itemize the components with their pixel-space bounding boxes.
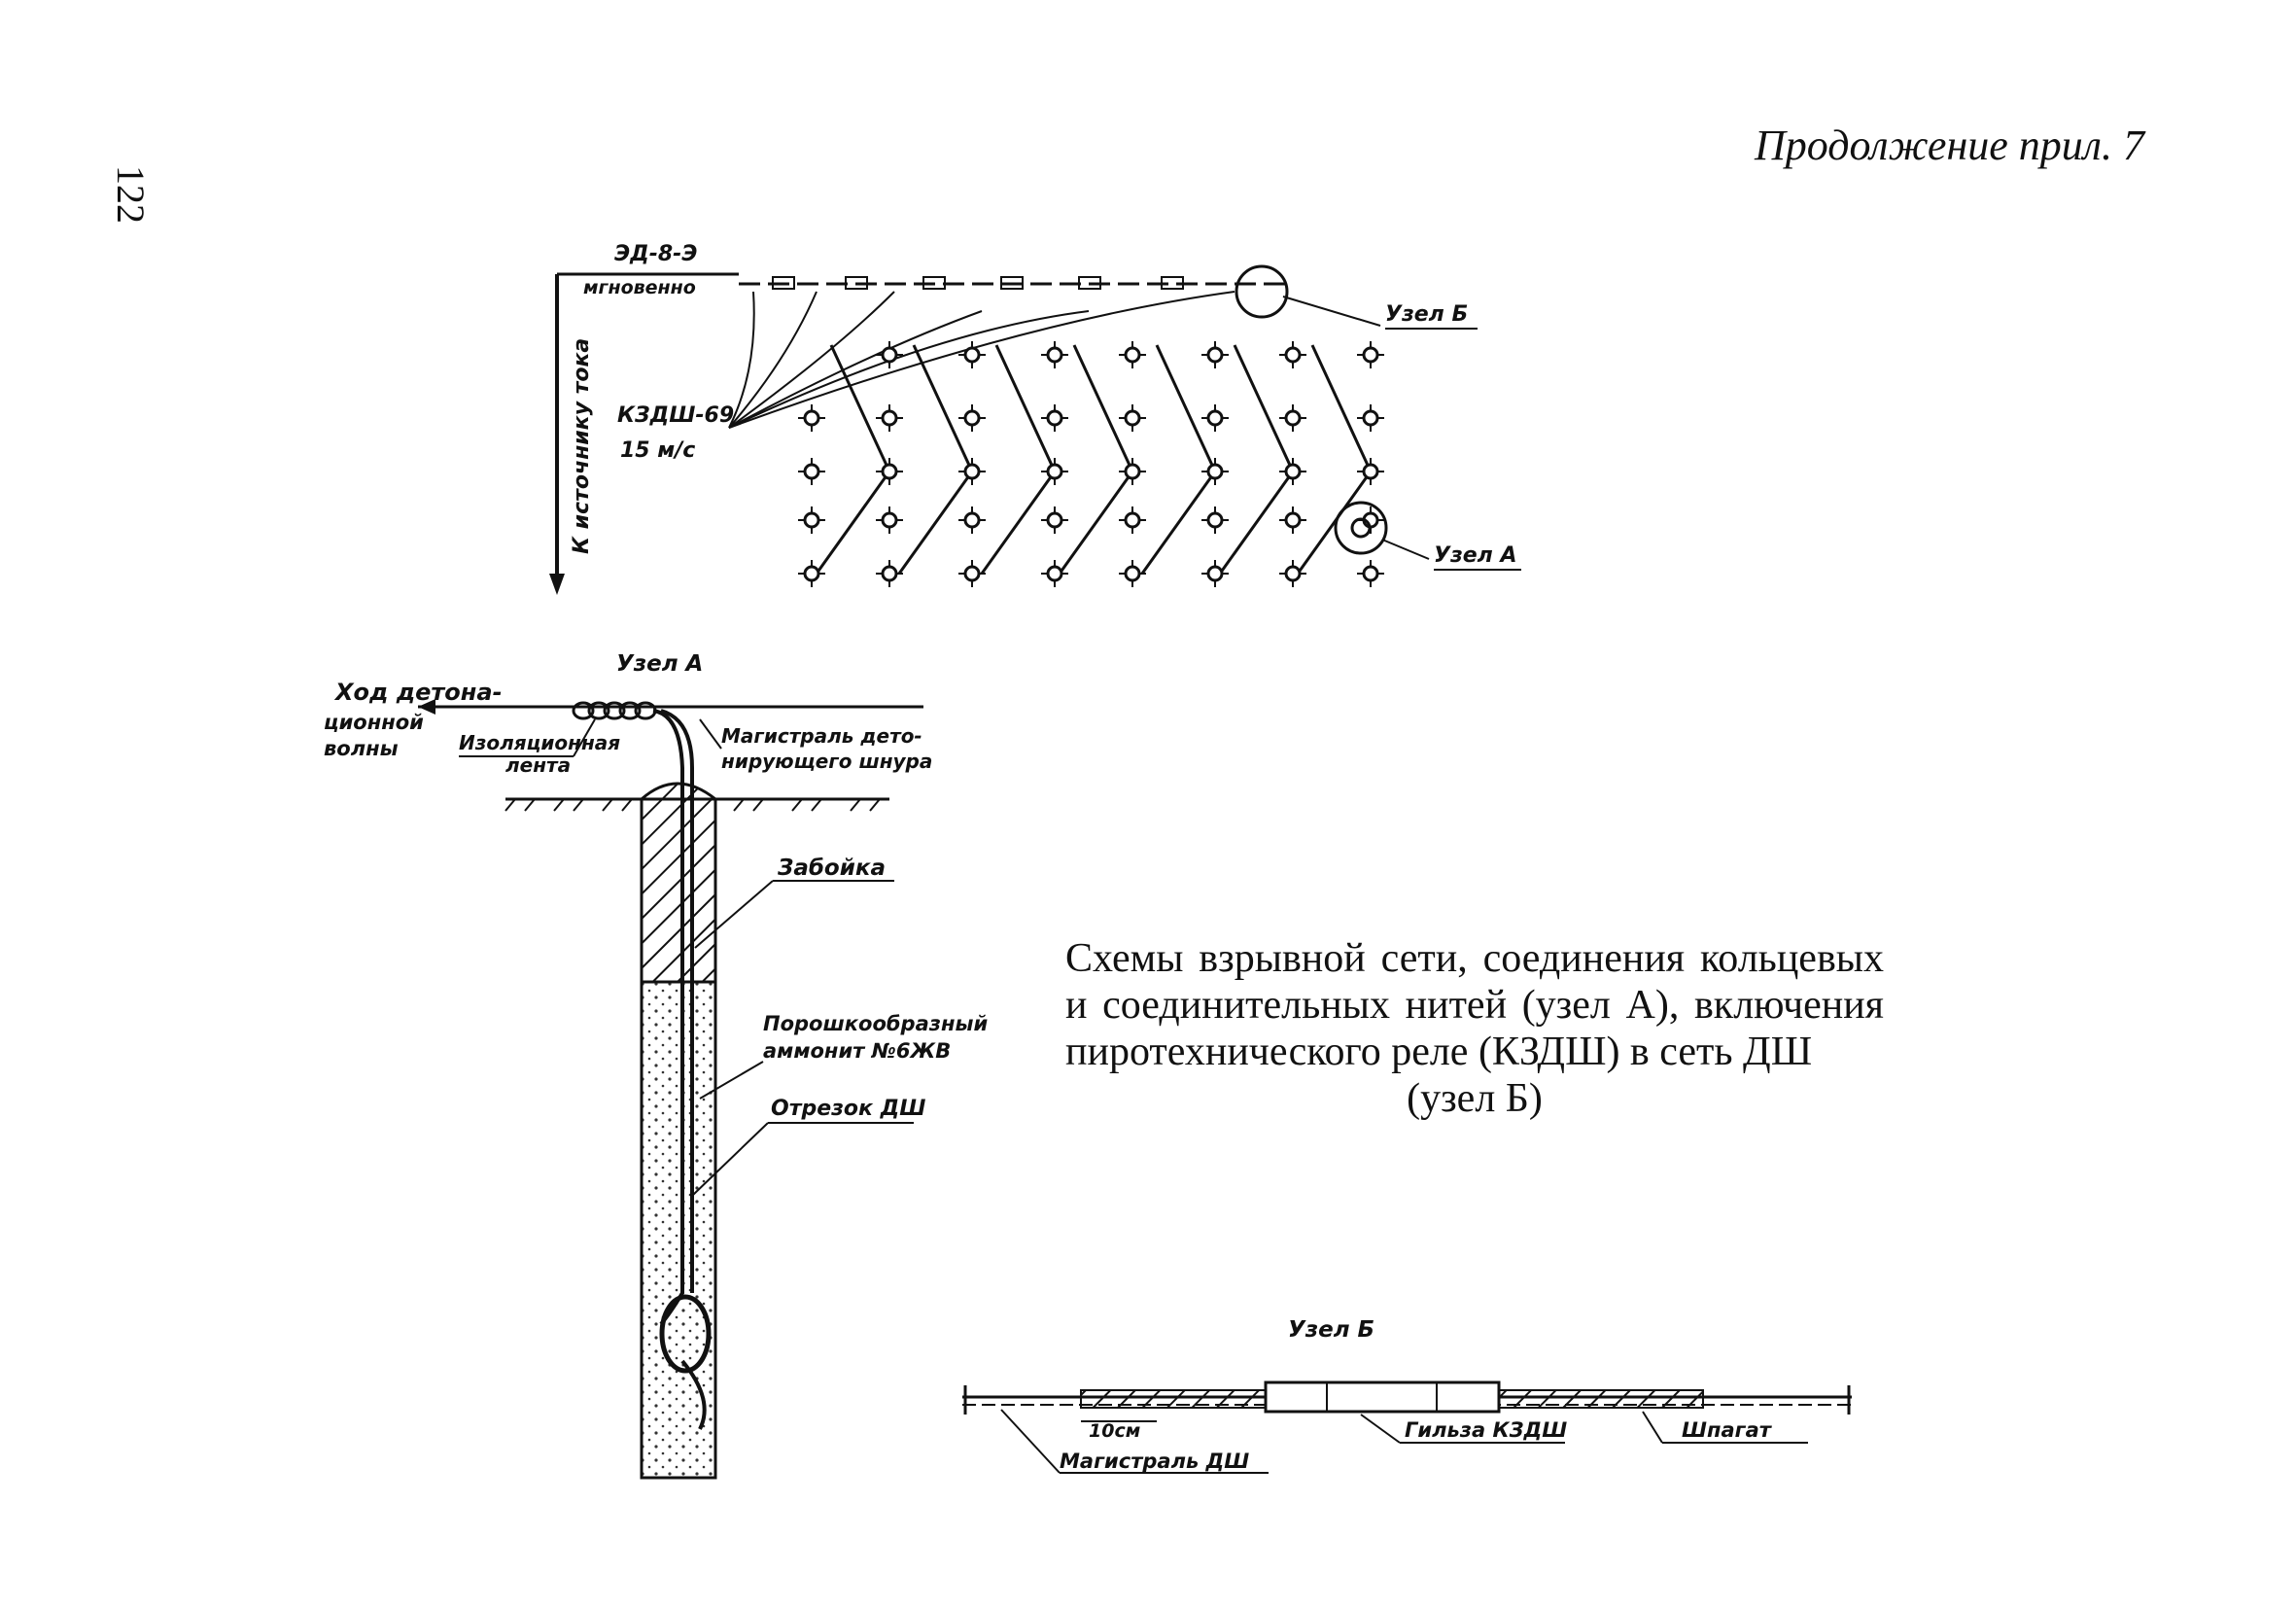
- node-a-marker: [1334, 501, 1388, 555]
- borehole-marker: [1201, 458, 1229, 485]
- insulating-tape: [572, 701, 657, 720]
- borehole-marker: [1041, 341, 1068, 368]
- borehole-marker: [876, 404, 903, 432]
- wrap-left: [1080, 1389, 1267, 1409]
- borehole-marker: [798, 560, 825, 587]
- borehole-marker: [1357, 458, 1384, 485]
- detonator-note: мгновенно: [583, 277, 696, 298]
- wrap-right: [1498, 1389, 1704, 1409]
- relay-speed: 15 м/с: [620, 438, 695, 463]
- borehole-marker: [876, 507, 903, 534]
- figure-caption: Схемы взрывной сети, соединения кольцевы…: [1065, 935, 1884, 1122]
- twine-label: Шпагат: [1682, 1418, 1773, 1442]
- borehole-marker: [1279, 404, 1306, 432]
- relay-sleeve: [1264, 1380, 1501, 1414]
- borehole-marker: [1041, 560, 1068, 587]
- node-a-callout: Узел А: [1434, 543, 1516, 568]
- detonator-row: [772, 276, 1184, 290]
- borehole-marker: [1279, 507, 1306, 534]
- caption-last-line: (узел Б): [1407, 1076, 1543, 1121]
- relay-wires: [728, 291, 1235, 429]
- borehole-marker: [1357, 341, 1384, 368]
- borehole-marker: [1041, 458, 1068, 485]
- trunk-label-2: нирующего шнура: [721, 750, 932, 773]
- borehole-marker: [1279, 341, 1306, 368]
- borehole-marker: [958, 404, 986, 432]
- node-b-section: Узел Б 10см Магистраль ДШ Гильза КЗДШ Шп…: [962, 1317, 1852, 1474]
- connection-line: [980, 344, 1057, 575]
- borehole-marker: [798, 404, 825, 432]
- borehole-marker: [958, 507, 986, 534]
- stemming-fill: [640, 782, 717, 984]
- borehole-marker: [958, 560, 986, 587]
- node-b-marker: [1235, 264, 1289, 319]
- running-head: Продолжение прил. 7: [1755, 122, 2144, 169]
- borehole-marker: [798, 507, 825, 534]
- borehole-marker: [876, 458, 903, 485]
- borehole-grid: [798, 341, 1384, 587]
- node-b-callout: Узел Б: [1385, 302, 1468, 327]
- connection-line: [1058, 344, 1134, 575]
- caption-main: Схемы взрывной сети, соединения кольцевы…: [1065, 936, 1884, 1074]
- trunk-label: Магистраль ДШ: [1060, 1450, 1249, 1473]
- borehole-marker: [1201, 560, 1229, 587]
- detonator-label: ЭД-8-Э: [614, 242, 697, 266]
- wave-label-1: Ход детона-: [333, 679, 503, 706]
- borehole-marker: [1119, 507, 1146, 534]
- borehole-marker: [1201, 341, 1229, 368]
- borehole-marker: [1357, 560, 1384, 587]
- connection-line: [1296, 344, 1373, 575]
- borehole-marker: [1041, 507, 1068, 534]
- connection-line: [815, 344, 891, 575]
- borehole-marker: [958, 341, 986, 368]
- cord-loop: [659, 1294, 712, 1374]
- borehole-marker: [1119, 560, 1146, 587]
- borehole-marker: [1201, 507, 1229, 534]
- connection-line: [1140, 344, 1217, 575]
- connection-line: [897, 344, 974, 575]
- borehole-marker: [1201, 404, 1229, 432]
- borehole-marker: [876, 560, 903, 587]
- explosive-label-1: Порошкообразный: [763, 1012, 988, 1035]
- wave-label-3: волны: [324, 737, 399, 760]
- wave-label-2: ционной: [324, 711, 424, 734]
- stemming-label: Забойка: [777, 856, 886, 881]
- borehole-marker: [798, 458, 825, 485]
- tape-label-1: Изоляционная: [459, 731, 620, 754]
- node-a-title: Узел А: [616, 651, 703, 677]
- borehole-marker: [1279, 458, 1306, 485]
- dimension-label: 10см: [1089, 1420, 1140, 1442]
- arrow-left-icon: [418, 699, 435, 715]
- borehole-marker: [1357, 404, 1384, 432]
- borehole-marker: [876, 341, 903, 368]
- relay-label: КЗДШ-69: [617, 403, 734, 428]
- explosive-label-2: аммонит №6ЖВ: [763, 1039, 951, 1063]
- borehole-marker: [1119, 458, 1146, 485]
- connection-line: [1218, 344, 1295, 575]
- sleeve-label: Гильза КЗДШ: [1405, 1418, 1567, 1442]
- borehole-marker: [1119, 341, 1146, 368]
- borehole-marker: [1041, 404, 1068, 432]
- node-b-title: Узел Б: [1288, 1317, 1374, 1343]
- cord-segment-label: Отрезок ДШ: [771, 1097, 925, 1121]
- ground-hatching: [504, 798, 881, 812]
- node-a-section: Узел А Ход детона- ционной волны Изоляци…: [324, 651, 988, 1480]
- borehole-marker: [1119, 404, 1146, 432]
- source-label: К источнику тока: [570, 338, 594, 554]
- arrow-down-icon: [549, 574, 565, 595]
- borehole-marker: [958, 458, 986, 485]
- blasting-network-diagram: К источнику тока ЭД-8-Э мгновенно КЗДШ-6…: [549, 242, 1521, 595]
- borehole-marker: [1279, 560, 1306, 587]
- trunk-label-1: Магистраль дето-: [721, 724, 922, 748]
